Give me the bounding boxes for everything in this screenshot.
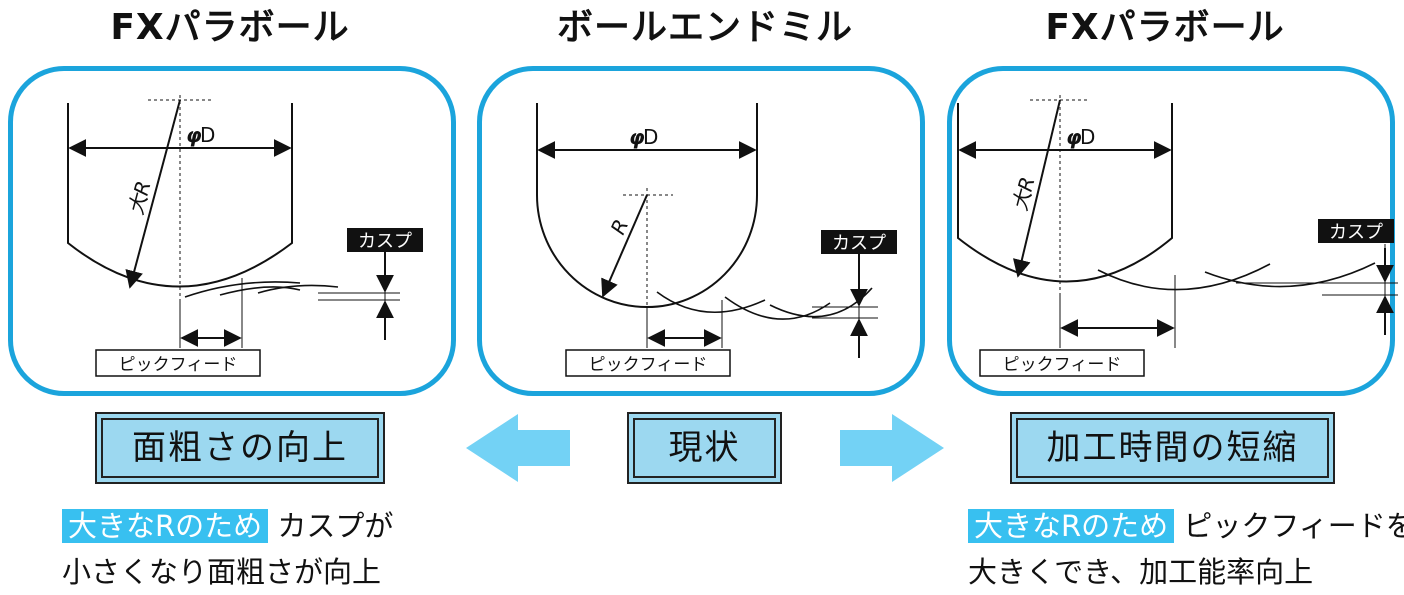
pick-feed-label-left: ピックフィード xyxy=(119,355,238,375)
diagram-right xyxy=(957,95,1398,348)
radius-arrow-center xyxy=(601,194,648,298)
badge-right: 加工時間の短縮 xyxy=(1010,412,1335,484)
cusp-label-right: カスプ xyxy=(1329,222,1383,243)
tool-outline-right xyxy=(957,103,1173,283)
caption-right-line2: 大きくでき、加工能率向上 xyxy=(968,555,1314,589)
cusp-label-left: カスプ xyxy=(358,231,412,252)
tool-outline-left xyxy=(67,103,293,288)
title-left: FXパラボール xyxy=(110,7,350,48)
caption-left-line1-rest: カスプが xyxy=(277,509,394,543)
cusp-arc-left-1 xyxy=(184,281,301,298)
diagram-left xyxy=(67,95,400,348)
caption-right-highlight: 大きなRのため xyxy=(968,509,1175,543)
pick-feed-label-center: ピックフィード xyxy=(589,355,708,375)
caption-left-line1: 大きなRのため カスプが xyxy=(62,503,393,549)
radius-arrow-left xyxy=(125,99,181,289)
cusp-tag-left xyxy=(347,228,423,252)
diameter-letter-right: D xyxy=(1080,125,1095,149)
cusp-arc-center-2 xyxy=(724,296,831,320)
caption-right-line1: 大きなRのため ピックフィードを xyxy=(968,503,1404,549)
badge-center: 現状 xyxy=(627,412,782,484)
diameter-letter-left: D xyxy=(200,123,215,147)
caption-right: 大きなRのため ピックフィードを 大きくでき、加工能率向上 xyxy=(968,503,1404,595)
diameter-letter-center: D xyxy=(643,125,658,149)
diameter-symbol-right: φ xyxy=(1066,125,1082,149)
cusp-arc-left-3 xyxy=(257,284,339,294)
cusp-arc-center-3 xyxy=(769,287,873,318)
title-center: ボールエンドミル xyxy=(556,7,853,48)
badge-left: 面粗さの向上 xyxy=(95,412,385,484)
radius-arrow-right xyxy=(1013,99,1061,278)
pick-feed-box-center xyxy=(565,349,731,377)
arrow-left-icon xyxy=(466,414,570,482)
caption-left-line2: 小さくなり面粗さが向上 xyxy=(62,555,382,589)
pick-feed-label-right: ピックフィード xyxy=(1003,355,1122,375)
cusp-tag-right xyxy=(1318,219,1394,243)
cusp-arc-right-1 xyxy=(1097,263,1271,291)
diagram-center xyxy=(536,103,878,358)
diameter-symbol-left: φ xyxy=(186,123,202,147)
cusp-arc-right-2 xyxy=(1204,262,1376,288)
title-right: FXパラボール xyxy=(1045,7,1285,48)
cusp-arc-center-1 xyxy=(656,291,766,314)
caption-right-line1-rest: ピックフィードを xyxy=(1183,509,1404,543)
arrow-right-icon xyxy=(840,414,944,482)
diameter-symbol-center: φ xyxy=(629,125,645,149)
cusp-tag-center xyxy=(821,230,897,254)
pick-feed-box-left xyxy=(95,349,261,377)
cusp-label-center: カスプ xyxy=(832,233,886,254)
caption-left: 大きなRのため カスプが 小さくなり面粗さが向上 xyxy=(62,503,393,595)
tool-outline-center xyxy=(536,103,758,308)
pick-feed-box-right xyxy=(979,349,1145,377)
caption-left-highlight: 大きなRのため xyxy=(62,509,269,543)
cusp-arc-left-2 xyxy=(219,286,301,296)
